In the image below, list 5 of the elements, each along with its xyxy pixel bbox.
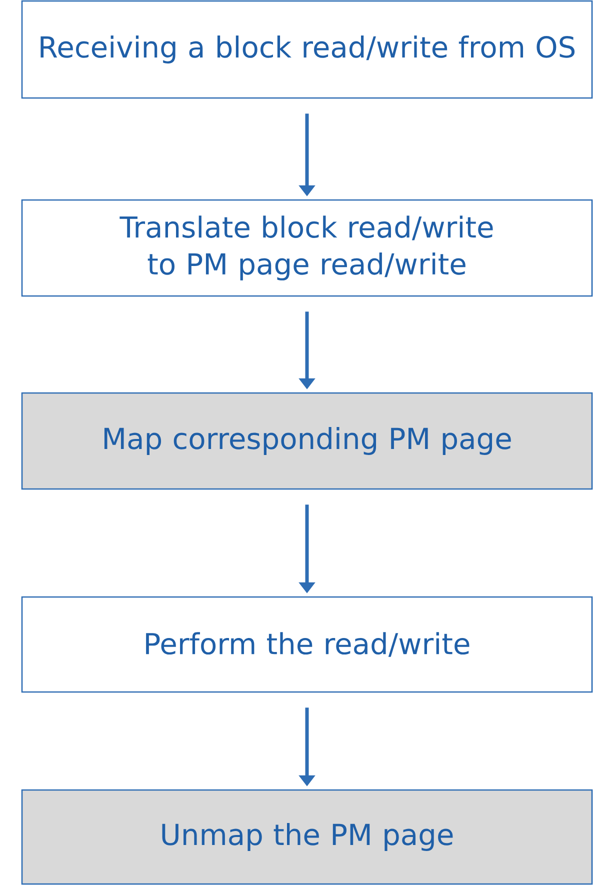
process-box: Perform the read/write xyxy=(21,596,593,693)
process-box: Unmap the PM page xyxy=(21,789,593,885)
process-box: Map corresponding PM page xyxy=(21,392,593,490)
process-box: Receiving a block read/write from OS xyxy=(21,0,593,99)
process-box: Translate block read/write to PM page read/write xyxy=(21,199,593,297)
